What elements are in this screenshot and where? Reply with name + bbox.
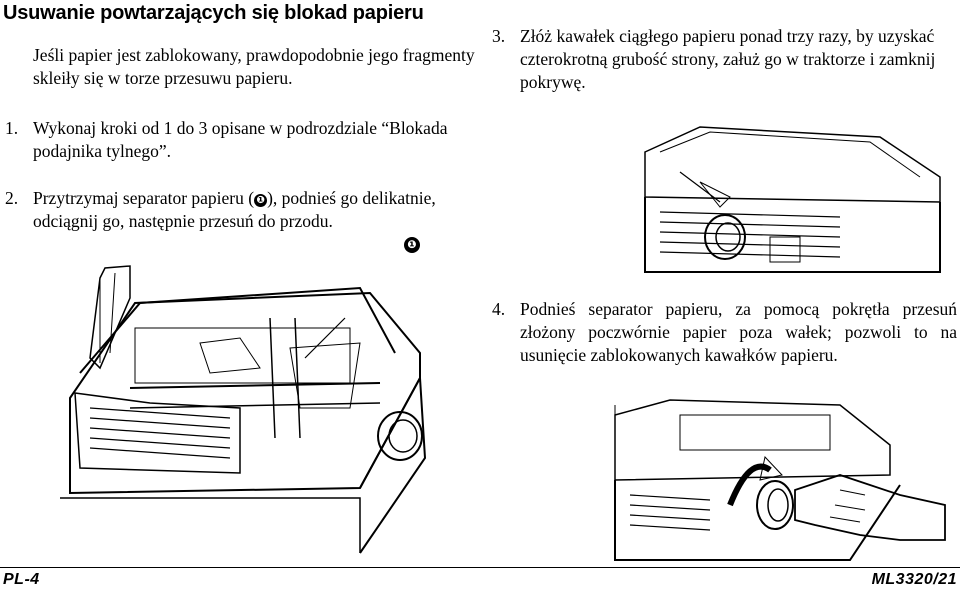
figure-callout-marker: ❶ bbox=[404, 237, 420, 253]
footer-page-number: PL-4 bbox=[3, 571, 40, 588]
step-number: 4. bbox=[492, 299, 506, 319]
step-4: 4. Podnieś separator papieru, za pomocą … bbox=[492, 298, 957, 367]
step-text: Wykonaj kroki od 1 do 3 opisane w podroz… bbox=[33, 118, 448, 161]
printer-knob-illustration bbox=[614, 399, 946, 561]
step-2: 2. Przytrzymaj separator papieru (❶), po… bbox=[5, 187, 475, 233]
step-number: 1. bbox=[5, 118, 19, 138]
section-title: Usuwanie powtarzających się blokad papie… bbox=[3, 2, 424, 24]
footer-divider bbox=[0, 567, 960, 568]
step-text: Złóż kawałek ciągłego papieru ponad trzy… bbox=[520, 26, 936, 92]
step-3: 3. Złóż kawałek ciągłego papieru ponad t… bbox=[492, 25, 957, 94]
footer-model: ML3320/21 bbox=[871, 571, 957, 588]
step-text: Podnieś separator papieru, za pomocą pok… bbox=[520, 299, 957, 365]
intro-paragraph: Jeśli papier jest zablokowany, prawdopod… bbox=[33, 45, 475, 88]
step-1: 1. Wykonaj kroki od 1 do 3 opisane w pod… bbox=[5, 117, 475, 163]
step-number: 2. bbox=[5, 188, 19, 208]
separator-marker: ❶ bbox=[254, 194, 268, 207]
step-number: 3. bbox=[492, 26, 506, 46]
printer-separator-illustration bbox=[60, 265, 427, 554]
step-text: Przytrzymaj separator papieru (❶), podni… bbox=[33, 188, 436, 231]
printer-cover-illustration bbox=[644, 126, 941, 273]
